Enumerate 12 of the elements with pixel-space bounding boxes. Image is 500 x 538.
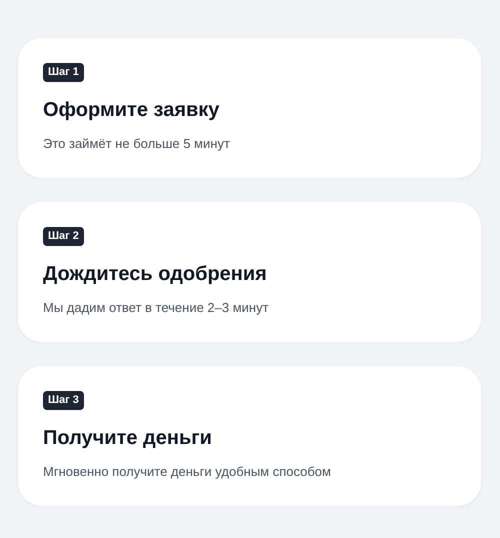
- step-description: Это займёт не больше 5 минут: [43, 136, 230, 152]
- step-badge: Шаг 2: [43, 227, 84, 246]
- step-badge: Шаг 3: [43, 391, 84, 410]
- step-description: Мы дадим ответ в течение 2–3 минут: [43, 300, 269, 316]
- step-card: [18, 38, 481, 178]
- step-card: [18, 366, 481, 506]
- step-card: [18, 202, 481, 342]
- step-title: Оформите заявку: [43, 98, 220, 122]
- step-description: Мгновенно получите деньги удобным способом: [43, 464, 331, 480]
- step-badge: Шаг 1: [43, 63, 84, 82]
- step-title: Дождитесь одобрения: [43, 262, 267, 286]
- step-title: Получите деньги: [43, 426, 212, 450]
